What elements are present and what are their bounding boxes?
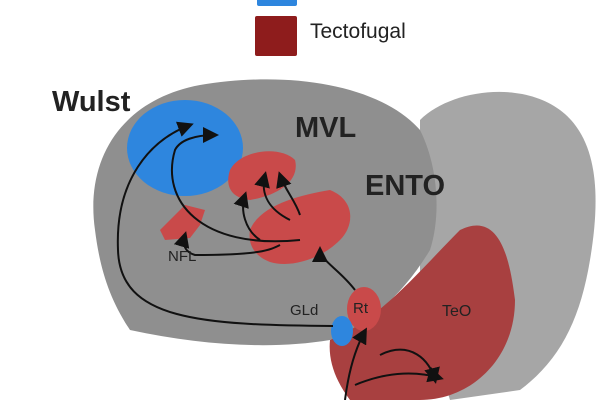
gld-region <box>331 316 353 346</box>
rt-region <box>347 287 381 331</box>
legend-swatch-tectofugal <box>255 16 297 56</box>
legend-swatch-thalamofugal <box>257 0 297 6</box>
label-mvl: MVL <box>295 112 357 144</box>
pathway-arrows <box>116 121 444 400</box>
legend-label-tectofugal: Tectofugal <box>310 20 406 43</box>
label-nfl: NFL <box>168 248 197 265</box>
label-ento: ENTO <box>365 170 446 202</box>
nfl-region <box>160 205 205 240</box>
wulst-region <box>127 100 243 196</box>
label-gld: GLd <box>290 302 319 319</box>
label-teo: TeO <box>442 303 472 320</box>
optic-tectum-teo <box>329 225 515 400</box>
label-wulst: Wulst <box>52 86 131 118</box>
label-rt: Rt <box>353 300 368 317</box>
